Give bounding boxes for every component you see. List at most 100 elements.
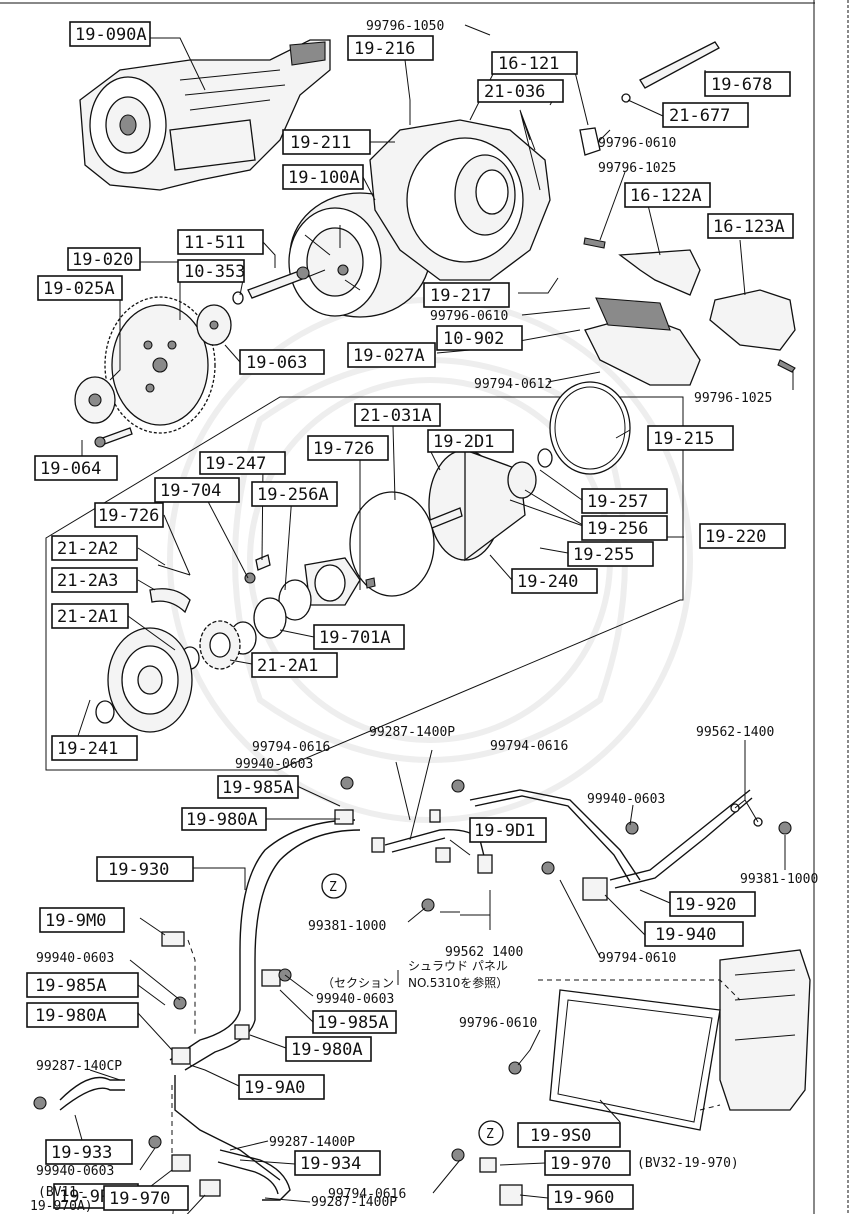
part-label: 21-2A3 (57, 571, 118, 591)
part-label: 21-2A2 (57, 539, 118, 559)
part-label: 21-036 (484, 82, 545, 102)
label-box: 19-2D1 (427, 429, 514, 453)
part-label: 19-215 (653, 429, 714, 449)
part-number: 99287-1400P (369, 725, 455, 740)
section-note: NO.5310を参照） (408, 975, 508, 990)
oil-pump (424, 448, 553, 562)
part-label: 19-100A (288, 168, 360, 188)
spacer-19-025a (74, 376, 116, 424)
part-label: 19-020 (72, 250, 133, 270)
part-label: 19-985A (35, 976, 107, 996)
label-box: 19-985A (26, 972, 139, 998)
part-label: 10-902 (443, 329, 504, 349)
part-label: 21-2A1 (257, 656, 318, 676)
label-box: 19-920 (669, 891, 756, 917)
label-box: 19-090A (69, 21, 151, 47)
part-label: 19-257 (587, 492, 648, 512)
seal-rings (229, 579, 312, 655)
part-label: 19-726 (98, 506, 159, 526)
cover-10-902 (584, 297, 701, 386)
small-fittings (33, 776, 792, 1206)
label-box: 19-256 (581, 515, 668, 541)
part-label: 19-255 (573, 545, 634, 565)
part-number: 99940-0603 (316, 992, 394, 1007)
bv11-note: 19-970A) (30, 1199, 93, 1214)
part-label: 19-025A (43, 279, 115, 299)
part-number: 99287-140CP (36, 1059, 122, 1074)
shroud-panel (719, 949, 811, 1111)
part-number: 99287-1400P (311, 1195, 397, 1210)
label-box: 19-211 (282, 129, 371, 155)
part-number: 99940-0603 (36, 1164, 114, 1179)
part-label: 21-677 (669, 106, 730, 126)
part-label: 19-256 (587, 519, 648, 539)
label-box: 19-985A (312, 1010, 397, 1034)
label-box: 21-2A3 (51, 567, 138, 593)
part-label: 19-256A (257, 485, 329, 505)
part-number: 99796-1025 (694, 391, 772, 406)
part-label: 11-511 (184, 233, 245, 253)
label-box: 21-031A (354, 403, 441, 427)
part-label: 19-090A (75, 25, 147, 45)
bv11-note: (BV11- (38, 1185, 85, 1200)
label-box: 19-025A (37, 275, 123, 301)
part-label: 21-2A1 (57, 607, 118, 627)
part-label: 19-970 (550, 1154, 611, 1174)
label-box: 21-2A1 (251, 652, 338, 678)
label-box: 19-220 (699, 523, 786, 549)
part-number: 99940-0603 (587, 792, 665, 807)
label-box: 19-933 (45, 1139, 133, 1165)
part-label: 19-9M0 (45, 911, 106, 931)
part-label: 19-930 (108, 860, 169, 880)
part-label: 19-980A (186, 810, 258, 830)
heat-shield-19-9s0 (549, 989, 721, 1131)
label-box: 10-353 (177, 259, 245, 283)
part-label: 19-9D1 (474, 821, 535, 841)
part-number: 99940-0603 (36, 951, 114, 966)
part-label: 19-216 (354, 39, 415, 59)
label-box: 19-063 (239, 349, 325, 375)
gasket-19-215 (549, 381, 631, 475)
bolt-11-511 (232, 266, 310, 305)
z-marker-label: Z (329, 880, 337, 895)
label-box: 19-255 (567, 541, 654, 567)
label-box: 19-9D1 (469, 817, 547, 843)
label-box: 16-121 (491, 51, 578, 75)
hose-routing (59, 789, 753, 1201)
part-number: 99794-0616 (252, 740, 330, 755)
label-box: 19-9A0 (238, 1074, 325, 1100)
pump-cover-19-256a (304, 557, 376, 606)
part-number: 99796-0610 (459, 1016, 537, 1031)
part-label: 19-726 (313, 439, 374, 459)
part-label: 19-933 (51, 1143, 112, 1163)
part-label: 19-704 (160, 481, 221, 501)
part-number: 99381-1000 (308, 919, 386, 934)
part-label: 10-353 (184, 262, 245, 282)
label-box: 19-256A (251, 481, 338, 507)
part-label: 19-217 (430, 286, 491, 306)
part-label: 16-122A (630, 186, 702, 206)
part-label: 19-701A (319, 628, 391, 648)
part-number: 99287-1400P (269, 1135, 355, 1150)
label-box: 19-241 (51, 735, 138, 761)
label-box: 21-036 (477, 79, 564, 103)
part-label: 19-064 (40, 459, 101, 479)
part-label: 19-247 (205, 454, 266, 474)
label-box: 19-215 (647, 425, 734, 451)
part-number: 99796-0610 (598, 136, 676, 151)
label-box: 21-677 (662, 102, 749, 128)
z-marker: Z (478, 1120, 504, 1146)
bracket-16-122a (583, 237, 701, 296)
label-box: 19-217 (423, 282, 510, 308)
part-number: 99794-0612 (474, 377, 552, 392)
part-label: 19-960 (553, 1188, 614, 1208)
label-box: 19-100A (282, 164, 364, 190)
bracket-16-123a (709, 289, 796, 373)
part-label: 19-240 (517, 572, 578, 592)
label-box: 19-216 (347, 35, 434, 61)
label-box: 21-2A2 (51, 535, 138, 561)
part-label: 19-920 (675, 895, 736, 915)
part-number: 99794-0616 (328, 1187, 406, 1202)
